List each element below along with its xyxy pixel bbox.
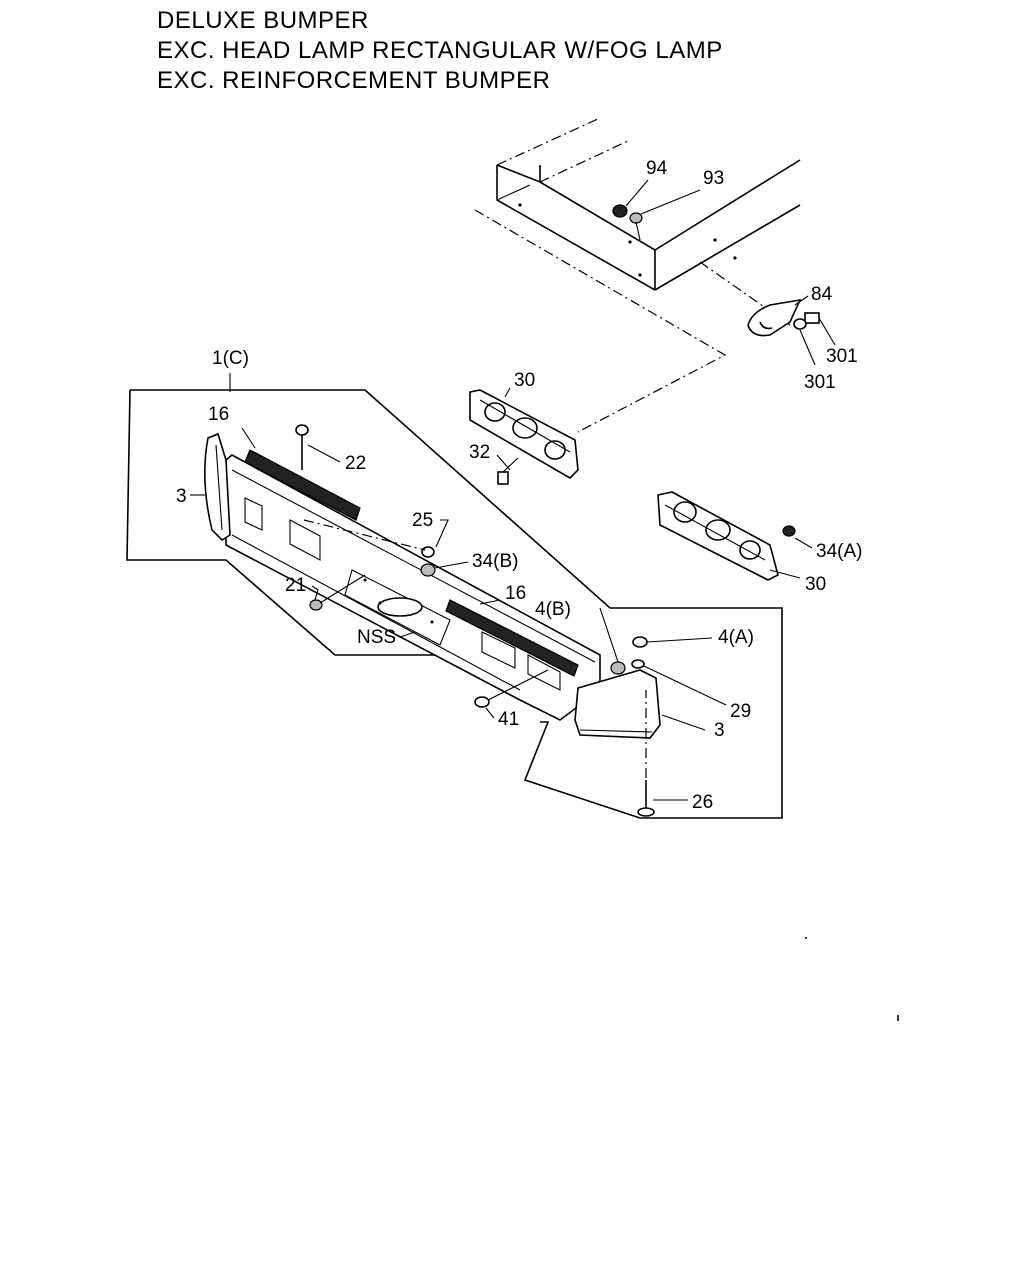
callout-41: 41 <box>498 709 519 730</box>
callout-26: 26 <box>692 792 713 813</box>
bolt-41 <box>474 669 549 719</box>
washer-93 <box>629 189 701 241</box>
bolt-301-b <box>793 318 816 366</box>
nss-leader <box>399 631 416 638</box>
nut-34b <box>420 561 469 577</box>
frame-rail <box>474 117 801 433</box>
callout-21: 21 <box>285 575 306 596</box>
callout-labels: 94 93 84 301 301 1(C) 30 32 16 22 3 25 3… <box>176 158 862 813</box>
title-line-3: EXC. REINFORCEMENT BUMPER <box>157 67 551 94</box>
callout-29: 29 <box>730 701 751 722</box>
end-cap-3-left <box>190 432 231 542</box>
nut-34a <box>782 525 813 549</box>
callout-93: 93 <box>703 168 724 189</box>
callout-34b: 34(B) <box>472 551 518 572</box>
nut-94 <box>612 179 649 218</box>
bolt-301-a <box>804 312 836 346</box>
callout-34a: 34(A) <box>816 541 862 562</box>
callout-84: 84 <box>811 284 833 305</box>
bracket-30-lower <box>657 491 801 581</box>
nut-4a <box>632 636 713 648</box>
callout-4a: 4(A) <box>718 627 754 648</box>
callout-22: 22 <box>345 453 366 474</box>
nut-4b <box>599 607 626 675</box>
diagram-title: DELUXE BUMPER EXC. HEAD LAMP RECTANGULAR… <box>157 6 723 96</box>
callout-16-right: 16 <box>505 583 526 604</box>
callout-3-left: 3 <box>176 486 187 507</box>
callout-1c: 1(C) <box>212 348 249 369</box>
group-outline-1c <box>126 373 783 819</box>
callout-94: 94 <box>646 158 668 179</box>
bracket-30-upper <box>469 387 579 480</box>
callout-30-lower: 30 <box>805 574 826 595</box>
bolt-32 <box>496 454 519 485</box>
end-cap-3-right <box>574 669 706 739</box>
bolt-21 <box>309 574 366 611</box>
callout-30-upper: 30 <box>514 370 535 391</box>
callout-nss: NSS <box>357 627 396 648</box>
callout-3-right: 3 <box>714 720 725 741</box>
nut-25 <box>303 519 449 558</box>
rubber-strip-16-left <box>241 427 361 521</box>
callout-25: 25 <box>412 510 433 531</box>
callout-4b: 4(B) <box>535 599 571 620</box>
callout-301-a: 301 <box>826 346 858 367</box>
bolt-26 <box>637 690 688 817</box>
callout-16-left: 16 <box>208 404 229 425</box>
screw-22 <box>295 424 341 470</box>
title-line-2: EXC. HEAD LAMP RECTANGULAR W/FOG LAMP <box>157 37 723 64</box>
rubber-strip-16-right <box>445 599 579 677</box>
washer-29 <box>631 659 727 706</box>
callout-301-b: 301 <box>804 372 836 393</box>
callout-32: 32 <box>469 442 490 463</box>
title-line-1: DELUXE BUMPER <box>157 7 369 34</box>
tow-hook-84 <box>747 295 809 337</box>
bumper-bar <box>225 454 601 721</box>
